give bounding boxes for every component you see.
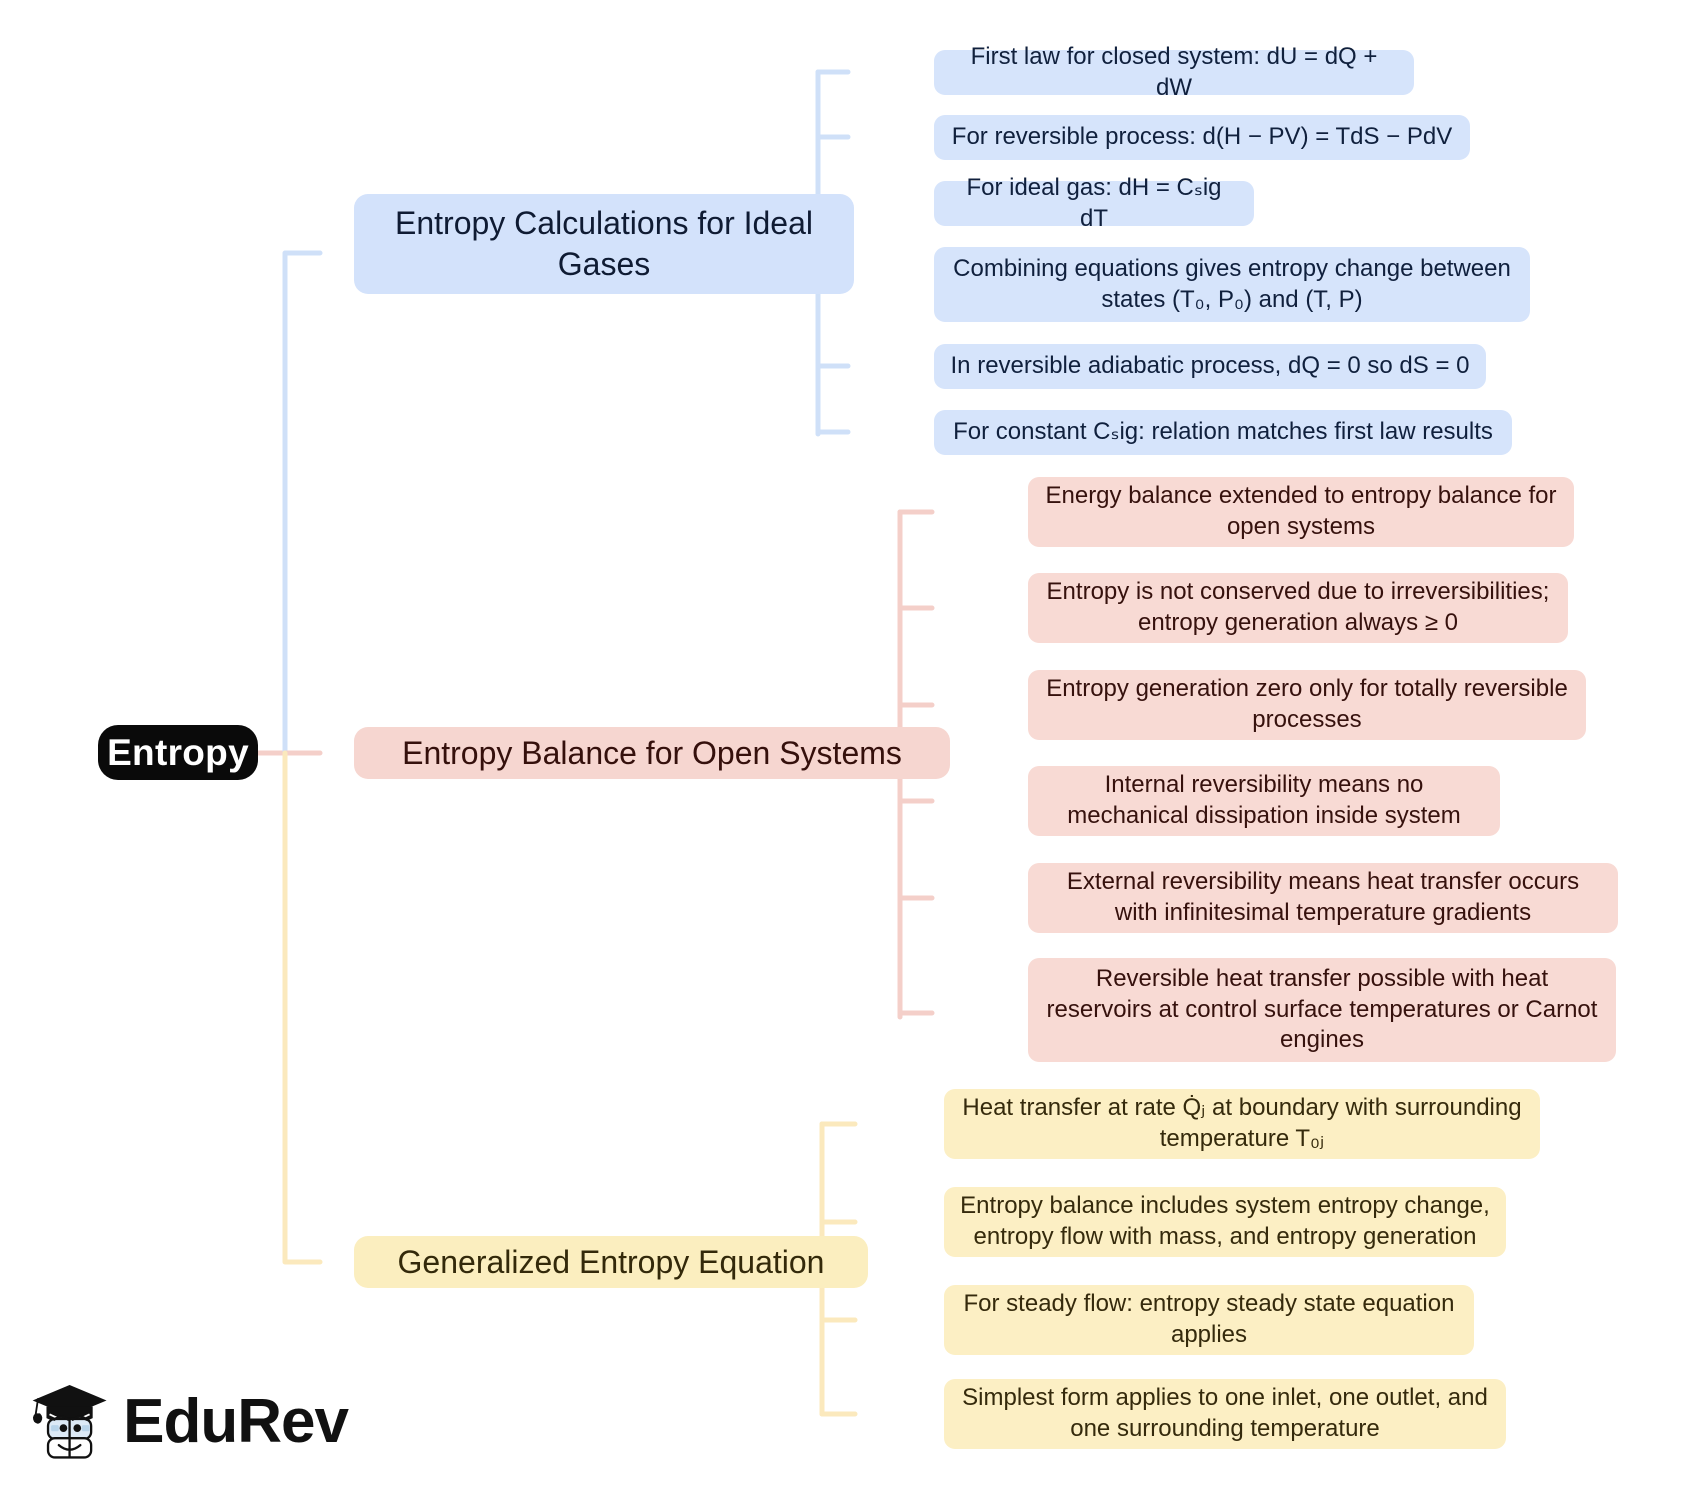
branch-node-generalized-entropy-equation[interactable]: Generalized Entropy Equation — [354, 1236, 868, 1288]
leaf-node[interactable]: External reversibility means heat transf… — [1028, 863, 1618, 933]
leaf-node-label: External reversibility means heat transf… — [1066, 868, 1580, 926]
leaf-node-label: For constant Cₛig: relation matches firs… — [953, 418, 1493, 446]
leaf-node-label: Entropy is not conserved due to irrevers… — [1046, 578, 1550, 636]
leaf-node-label: Energy balance extended to entropy balan… — [1045, 482, 1557, 540]
leaf-node[interactable]: For steady flow: entropy steady state eq… — [944, 1285, 1474, 1355]
leaf-node[interactable]: In reversible adiabatic process, dQ = 0 … — [934, 344, 1486, 389]
leaf-node[interactable]: Entropy is not conserved due to irrevers… — [1028, 573, 1568, 643]
root-node-label: Entropy — [107, 731, 249, 773]
leaf-node[interactable]: Entropy generation zero only for totally… — [1028, 670, 1586, 740]
leaf-node[interactable]: First law for closed system: dU = dQ + d… — [934, 43, 1414, 101]
leaf-node-label: First law for closed system: dU = dQ + d… — [970, 42, 1378, 101]
leaf-node-label: Entropy balance includes system entropy … — [960, 1192, 1490, 1250]
leaf-node-label: For ideal gas: dH = Cₛig dT — [966, 173, 1222, 232]
branch-node-label: Entropy Balance for Open Systems — [402, 734, 902, 771]
leaf-node[interactable]: Reversible heat transfer possible with h… — [1028, 958, 1616, 1062]
leaf-node-label: Simplest form applies to one inlet, one … — [962, 1384, 1488, 1442]
leaf-node[interactable]: Entropy balance includes system entropy … — [944, 1187, 1506, 1257]
root-node-entropy[interactable]: Entropy — [98, 725, 258, 780]
leaf-node[interactable]: Internal reversibility means no mechanic… — [1028, 766, 1500, 836]
leaf-node-label: For steady flow: entropy steady state eq… — [963, 1290, 1455, 1348]
leaf-node-label: Reversible heat transfer possible with h… — [1046, 964, 1598, 1054]
leaf-node-label: For reversible process: d(H − PV) = TdS … — [951, 123, 1453, 151]
edurev-logo: EduRev — [28, 1368, 349, 1476]
leaf-node-label: Internal reversibility means no mechanic… — [1067, 771, 1461, 829]
leaf-node-label: In reversible adiabatic process, dQ = 0 … — [950, 352, 1470, 380]
branch-node-label: Generalized Entropy Equation — [397, 1243, 825, 1280]
branch-node-label: Entropy Calculations for Ideal Gases — [395, 205, 813, 282]
edurev-logo-text: EduRev — [123, 1387, 349, 1456]
leaf-node[interactable]: Simplest form applies to one inlet, one … — [944, 1379, 1506, 1449]
branch-node-entropy-calculations-for-ideal-gases[interactable]: Entropy Calculations for Ideal Gases — [354, 194, 854, 294]
leaf-node[interactable]: For constant Cₛig: relation matches firs… — [934, 410, 1512, 455]
leaf-node[interactable]: Heat transfer at rate Q̇ⱼ at boundary wi… — [944, 1089, 1540, 1159]
leaf-node[interactable]: Energy balance extended to entropy balan… — [1028, 477, 1574, 547]
leaf-node-label: Entropy generation zero only for totally… — [1046, 675, 1568, 733]
leaf-node[interactable]: For reversible process: d(H − PV) = TdS … — [934, 115, 1470, 160]
leaf-node-label: Heat transfer at rate Q̇ⱼ at boundary wi… — [962, 1094, 1522, 1152]
leaf-node-label: Combining equations gives entropy change… — [953, 254, 1511, 313]
edurev-mascot-icon — [32, 1385, 107, 1459]
leaf-node[interactable]: Combining equations gives entropy change… — [934, 247, 1530, 322]
branch-node-entropy-balance-for-open-systems[interactable]: Entropy Balance for Open Systems — [354, 727, 950, 779]
leaf-node[interactable]: For ideal gas: dH = Cₛig dT — [934, 174, 1254, 232]
